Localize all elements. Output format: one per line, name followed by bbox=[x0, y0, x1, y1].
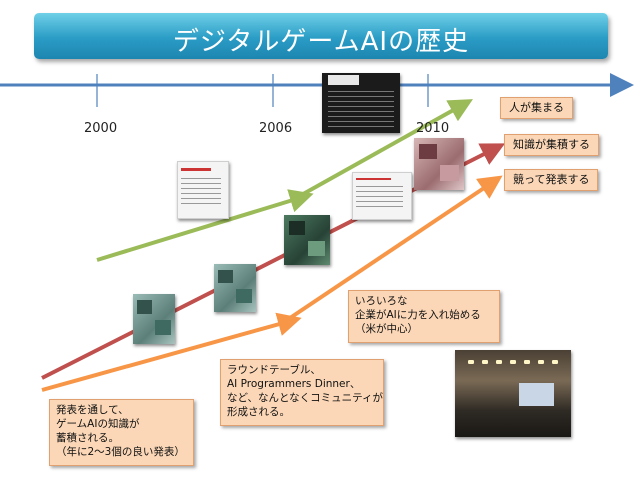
website-screenshot-icon bbox=[177, 161, 229, 219]
conference-poster-icon bbox=[133, 294, 175, 344]
arrow-gathering-upper bbox=[295, 99, 473, 200]
arrow-gathering bbox=[96, 189, 314, 262]
note-left-line: 発表を通して、 bbox=[56, 404, 129, 416]
page-title: デジタルゲームAIの歴史 bbox=[172, 27, 470, 57]
note-middle-line: 形成される。 bbox=[227, 406, 290, 418]
note-right-line: 企業がAIに力を入れ始める bbox=[355, 309, 481, 321]
year-label-2006: 2006 bbox=[259, 121, 293, 136]
tag-compete-present: 競って発表する bbox=[504, 169, 599, 191]
conference-poster-icon bbox=[284, 215, 330, 265]
title-banner: デジタルゲームAIの歴史 bbox=[34, 13, 608, 59]
note-middle-line: など、なんとなくコミュニティが bbox=[227, 392, 384, 404]
arrow-competition-upper bbox=[282, 175, 503, 324]
arrow-competition bbox=[41, 312, 302, 392]
tag-knowledge-accumulates: 知識が集積する bbox=[504, 134, 599, 156]
note-left-line: 蓄積される。 bbox=[56, 432, 119, 444]
note-middle-line: ラウンドテーブル、 bbox=[227, 364, 321, 376]
conference-poster-icon bbox=[414, 138, 464, 190]
note-middle: ラウンドテーブル、 AI Programmers Dinner、 など、なんとな… bbox=[220, 359, 384, 426]
conference-photo-icon bbox=[455, 350, 571, 437]
note-middle-line: AI Programmers Dinner、 bbox=[227, 378, 361, 390]
note-right-line: いろいろな bbox=[355, 295, 408, 307]
note-left: 発表を通して、 ゲームAIの知識が 蓄積される。 （年に2～3個の良い発表） bbox=[49, 399, 194, 466]
note-right: いろいろな 企業がAIに力を入れ始める （米が中心） bbox=[348, 290, 500, 343]
conference-poster-icon bbox=[214, 264, 256, 312]
tag-people-gather: 人が集まる bbox=[500, 97, 573, 119]
note-left-line: （年に2～3個の良い発表） bbox=[56, 446, 185, 458]
year-label-2010: 2010 bbox=[416, 121, 450, 136]
note-left-line: ゲームAIの知識が bbox=[56, 418, 140, 430]
year-label-2000: 2000 bbox=[84, 121, 118, 136]
website-screenshot-icon bbox=[352, 172, 412, 220]
book-cover-icon bbox=[322, 73, 400, 133]
note-right-line: （米が中心） bbox=[355, 323, 418, 335]
